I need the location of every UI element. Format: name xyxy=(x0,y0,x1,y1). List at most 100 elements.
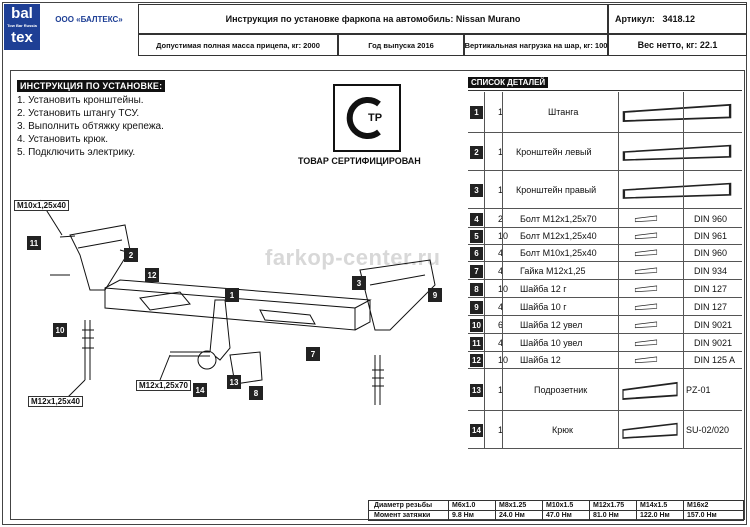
part-number-badge: 13 xyxy=(470,384,483,397)
part-number-badge: 11 xyxy=(470,337,483,350)
part-number-badge: 4 xyxy=(470,213,483,226)
company-name: ООО «БАЛТЕКС» xyxy=(55,14,123,24)
year: Год выпуска 2016 xyxy=(338,34,464,56)
parts-column-divider xyxy=(618,92,619,448)
part-qty: 4 xyxy=(498,266,504,276)
torque-thread-size: M6x1.0 xyxy=(452,502,476,509)
instruction-step-5: 5. Подключить электрику. xyxy=(17,147,136,158)
part-standard: PZ-01 xyxy=(686,385,711,395)
part-standard: DIN 127 xyxy=(694,302,728,312)
part-name: Шайба 10 увел xyxy=(520,338,583,348)
callout-8: 8 xyxy=(249,386,263,400)
part-name: Кронштейн левый xyxy=(516,147,592,157)
part-qty: 10 xyxy=(498,284,509,294)
callout-9: 9 xyxy=(428,288,442,302)
part-qty: 6 xyxy=(498,320,504,330)
instructions-title: ИНСТРУКЦИЯ ПО УСТАНОВКЕ: xyxy=(17,80,166,92)
part-qty: 4 xyxy=(498,338,504,348)
bolt-label-m10x40: M10x1,25x40 xyxy=(14,200,69,211)
cert-mark-small-text: ТР xyxy=(368,112,383,124)
part-thumbnail-icon xyxy=(618,136,736,168)
part-name: Болт М10х1,25х40 xyxy=(520,248,597,258)
callout-10: 10 xyxy=(53,323,67,337)
bolt-label-m12x70: M12x1,25x70 xyxy=(136,380,191,391)
part-standard: DIN 961 xyxy=(694,231,728,241)
callout-2: 2 xyxy=(124,248,138,262)
parts-row: 13 1 Подрозетник PZ-01 xyxy=(468,370,742,411)
torque-row1-label: Диаметр резьбы xyxy=(374,502,433,509)
part-thumbnail-icon xyxy=(634,264,658,277)
parts-table xyxy=(468,90,742,446)
part-thumbnail-icon xyxy=(634,300,658,313)
parts-row: 8 10 Шайба 12 г DIN 127 xyxy=(468,280,742,298)
torque-thread-size: M12x1.75 xyxy=(593,502,625,509)
callout-7: 7 xyxy=(306,347,320,361)
torque-thread-size: M10x1.5 xyxy=(546,502,574,509)
part-qty: 1 xyxy=(498,107,504,117)
torque-row-divider xyxy=(368,510,744,511)
part-number-badge: 7 xyxy=(470,265,483,278)
torque-value: 81.0 Нм xyxy=(593,512,619,519)
part-name: Штанга xyxy=(548,107,579,117)
part-qty: 10 xyxy=(498,355,509,365)
certification-text: ТОВАР СЕРТИФИЦИРОВАН xyxy=(298,156,421,166)
part-qty: 4 xyxy=(498,248,504,258)
torque-value: 47.0 Нм xyxy=(546,512,572,519)
part-standard: DIN 960 xyxy=(694,214,728,224)
part-standard: DIN 960 xyxy=(694,248,728,258)
trailer-mass: Допустимая полная масса прицепа, кг: 200… xyxy=(138,34,338,56)
torque-value: 9.8 Нм xyxy=(452,512,474,519)
part-qty: 1 xyxy=(498,147,504,157)
part-qty: 2 xyxy=(498,214,504,224)
part-name: Шайба 10 г xyxy=(520,302,567,312)
part-standard: DIN 127 xyxy=(694,284,728,294)
vertical-load: Вертикальная нагрузка на шар, кг: 100 xyxy=(464,34,608,56)
article-value: 3418.12 xyxy=(662,14,695,24)
callout-12: 12 xyxy=(145,268,159,282)
part-number-badge: 5 xyxy=(470,230,483,243)
callout-11: 11 xyxy=(27,236,41,250)
part-thumbnail-icon xyxy=(634,229,658,242)
certification-mark-icon: Ст ТР xyxy=(333,84,401,152)
part-thumbnail-icon xyxy=(634,318,658,331)
torque-thread-size: M16x2 xyxy=(687,502,709,509)
bolt-label-m12x40: M12x1,25x40 xyxy=(28,396,83,407)
part-standard: DIN 9021 xyxy=(694,338,733,348)
part-standard: DIN 125 A xyxy=(694,355,736,365)
part-number-badge: 8 xyxy=(470,283,483,296)
torque-value: 157.0 Нм xyxy=(687,512,717,519)
part-thumbnail-icon xyxy=(618,94,736,130)
callout-1: 1 xyxy=(225,288,239,302)
parts-column-divider xyxy=(484,92,485,448)
part-number-badge: 1 xyxy=(470,106,483,119)
baltex-logo: bal Tow Bar Russia tex xyxy=(4,4,40,50)
torque-value: 122.0 Нм xyxy=(640,512,670,519)
callout-14: 14 xyxy=(193,383,207,397)
parts-row: 6 4 Болт М10х1,25х40 DIN 960 xyxy=(468,244,742,262)
callout-3: 3 xyxy=(352,276,366,290)
part-name: Гайка М12х1,25 xyxy=(520,266,586,276)
part-number-badge: 6 xyxy=(470,247,483,260)
callout-13: 13 xyxy=(227,375,241,389)
instruction-step-1: 1. Установить кронштейны. xyxy=(17,95,144,106)
part-thumbnail-icon xyxy=(634,353,658,366)
part-qty: 1 xyxy=(498,385,504,395)
part-number-badge: 3 xyxy=(470,184,483,197)
part-name: Подрозетник xyxy=(534,385,588,395)
part-name: Шайба 12 г xyxy=(520,284,567,294)
parts-column-divider xyxy=(683,92,684,448)
part-standard: DIN 934 xyxy=(694,266,728,276)
part-thumbnail-icon xyxy=(618,174,736,206)
instruction-step-4: 4. Установить крюк. xyxy=(17,134,108,145)
part-name: Шайба 12 увел xyxy=(520,320,583,330)
part-qty: 1 xyxy=(498,425,504,435)
net-weight: Вес нетто, кг: 22.1 xyxy=(608,34,747,56)
part-qty: 4 xyxy=(498,302,504,312)
